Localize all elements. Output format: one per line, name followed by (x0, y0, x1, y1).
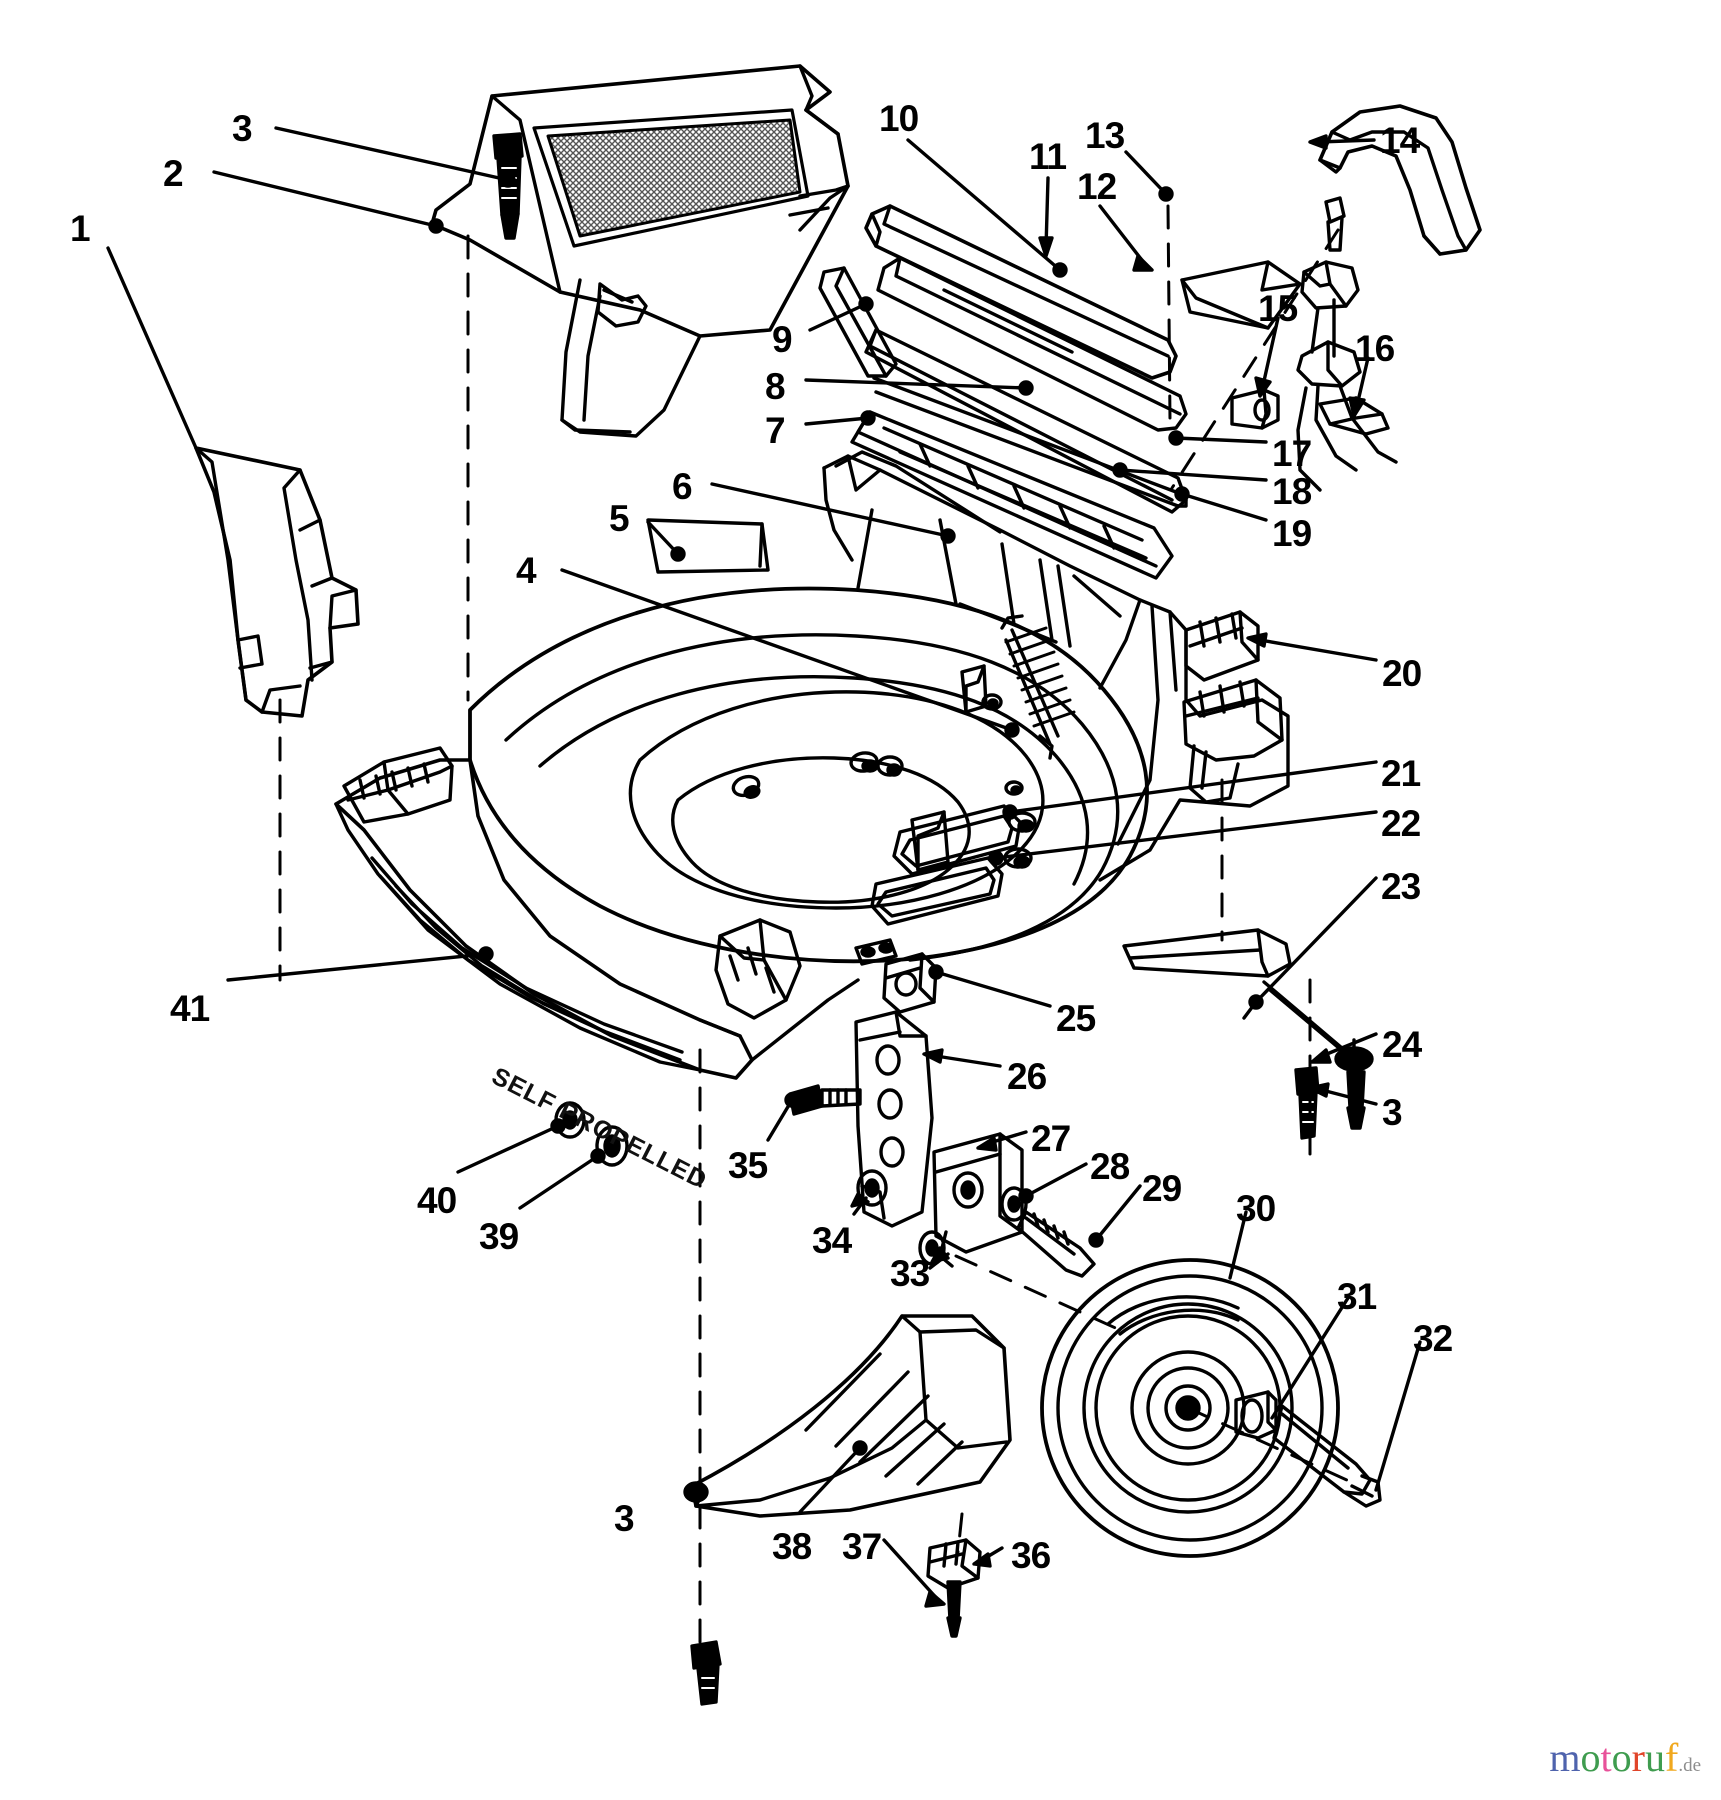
mower-deck-housing (334, 454, 1290, 1080)
watermark-letter-f-6: f (1664, 1735, 1679, 1780)
callout-number-7: 7 (765, 410, 786, 451)
side-deflector-part38 (683, 1314, 1012, 1518)
watermark-letter-u-5: u (1644, 1735, 1665, 1780)
screw-part3-right (1294, 1066, 1320, 1140)
spacer-and-bolt-1516 (1230, 388, 1390, 436)
callout-number-37: 37 (842, 1526, 882, 1567)
screw-part3-bottom (690, 1640, 722, 1706)
callout-number-13: 13 (1085, 115, 1125, 156)
callout-number-15: 15 (1258, 288, 1298, 329)
front-rail-part7 (850, 410, 1174, 580)
motoruf-watermark: motoruf.de (1549, 1738, 1701, 1786)
callout-number-12: 12 (1077, 166, 1117, 207)
callout-number-24: 24 (1382, 1024, 1422, 1065)
rod-part23 (1122, 928, 1374, 1130)
callout-number-33: 33 (890, 1253, 930, 1294)
watermark-letter-t-2: t (1600, 1735, 1612, 1780)
watermark-suffix: .de (1678, 1755, 1701, 1776)
callout-number-3b: 3 (1382, 1092, 1403, 1133)
callout-number-28: 28 (1090, 1146, 1130, 1187)
wheel-assembly (1040, 1258, 1382, 1558)
callout-number-5: 5 (609, 498, 630, 539)
washer-part34 (856, 1169, 888, 1207)
screw-part37 (946, 1580, 962, 1638)
callout-number-39: 39 (479, 1216, 519, 1257)
callout-number-40: 40 (417, 1180, 457, 1221)
washer-part39 (595, 1125, 629, 1167)
watermark-letter-o-3: o (1611, 1735, 1632, 1780)
callout-number-1: 1 (70, 208, 91, 249)
callout-number-11: 11 (1029, 136, 1067, 177)
bolt-part35 (788, 1084, 862, 1116)
callout-number-3c: 3 (614, 1498, 635, 1539)
clip-part36 (926, 1538, 982, 1590)
callout-number-20: 20 (1382, 653, 1422, 694)
callout-number-18: 18 (1272, 471, 1312, 512)
callout-number-8: 8 (765, 366, 786, 407)
callout-number-17: 17 (1272, 433, 1312, 474)
rear-door-assembly (430, 64, 850, 438)
handle-rods-89 (818, 266, 1188, 508)
callout-number-10: 10 (879, 98, 919, 139)
callout-number-19: 19 (1272, 513, 1312, 554)
callout-number-38: 38 (772, 1526, 812, 1567)
callout-number-27: 27 (1031, 1118, 1071, 1159)
callout-number-35: 35 (728, 1145, 768, 1186)
callout-number-14: 14 (1380, 120, 1420, 161)
callout-number-34: 34 (812, 1220, 852, 1261)
watermark-letter-m-0: m (1549, 1735, 1581, 1780)
callout-number-21: 21 (1381, 753, 1421, 794)
callout-number-41: 41 (170, 988, 210, 1029)
callout-number-9: 9 (772, 319, 793, 360)
watermark-letter-o-1: o (1580, 1735, 1601, 1780)
callout-number-6: 6 (672, 466, 693, 507)
loop-handle-part14 (1318, 104, 1482, 256)
callout-number-4: 4 (516, 550, 537, 591)
handle-bracket-group (1296, 196, 1398, 492)
callout-number-16: 16 (1355, 328, 1395, 369)
callout-number-25: 25 (1056, 998, 1096, 1039)
callout-number-26: 26 (1007, 1056, 1047, 1097)
callout-number-32: 32 (1413, 1318, 1453, 1359)
rear-deflector-part1 (194, 446, 360, 718)
callout-number-23: 23 (1381, 866, 1421, 907)
deck-guide-panels (646, 450, 1002, 574)
callout-number-22: 22 (1381, 803, 1421, 844)
watermark-letters: motoruf (1549, 1735, 1678, 1780)
upper-handle-assembly (864, 204, 1302, 514)
callout-number-36: 36 (1011, 1535, 1051, 1576)
callout-number-31: 31 (1337, 1276, 1377, 1317)
callout-number-3a: 3 (232, 108, 253, 149)
callout-number-30: 30 (1236, 1188, 1276, 1229)
callout-number-2: 2 (163, 153, 184, 194)
callout-number-29: 29 (1142, 1168, 1182, 1209)
watermark-letter-r-4: r (1631, 1735, 1645, 1780)
